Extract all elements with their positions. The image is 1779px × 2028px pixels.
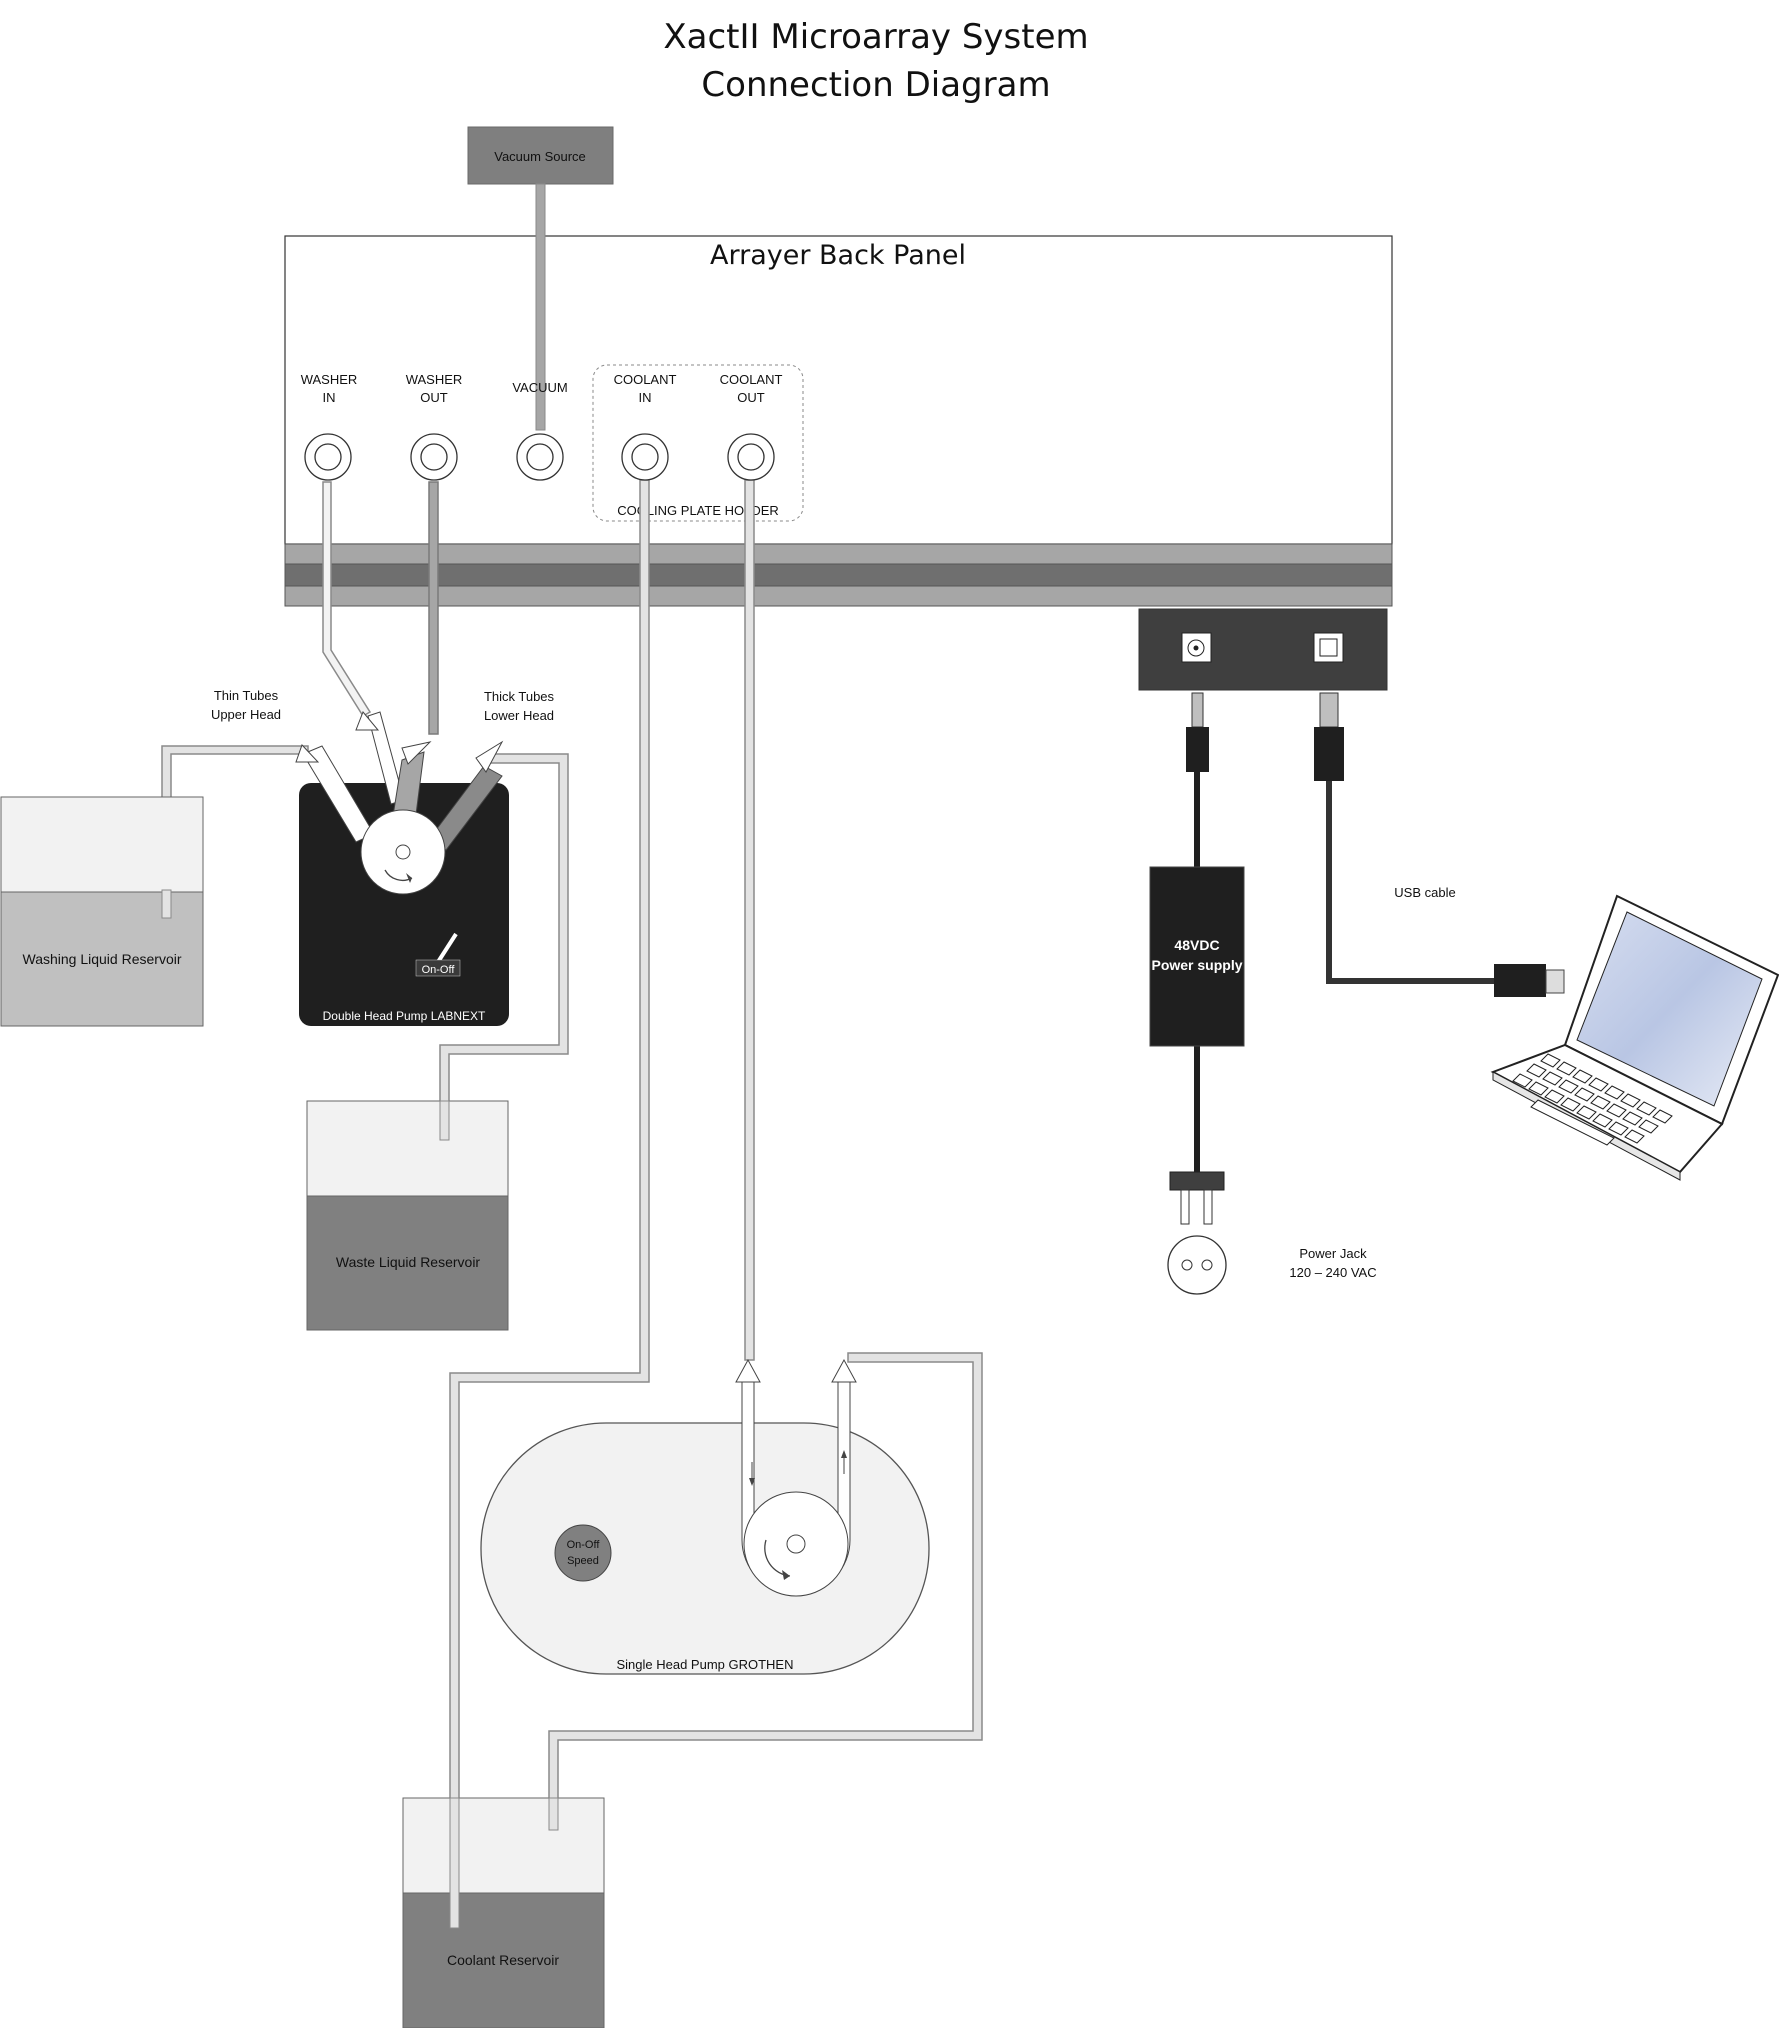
coolant-out-label-2: OUT	[737, 390, 765, 405]
thin-tubes-label-2: Upper Head	[211, 707, 281, 722]
thick-arrowhead-2	[475, 740, 504, 773]
back-panel-title: Arrayer Back Panel	[710, 240, 966, 271]
thick-tubes-label-2: Lower Head	[484, 708, 554, 723]
diagram-title-line2: Connection Diagram	[701, 65, 1050, 105]
coolant-in-label-1: COOLANT	[614, 372, 677, 387]
thick-arrowhead-1	[401, 741, 432, 765]
double-pump-label: Double Head Pump LABNEXT	[323, 1009, 486, 1023]
laptop-icon	[1490, 894, 1779, 1181]
washer-out-port	[410, 433, 458, 481]
power-cable	[1186, 692, 1209, 1172]
single-pump-label: Single Head Pump GROTHEN	[616, 1657, 793, 1672]
washer-in-label-1: WASHER	[301, 372, 358, 387]
washer-in-port	[304, 433, 352, 481]
power-supply-label-2: Power supply	[1151, 957, 1242, 973]
usb-cable	[1314, 692, 1565, 997]
connector-box	[1138, 608, 1388, 691]
washing-liquid-reservoir: Washing Liquid Reservoir	[0, 796, 204, 1027]
power-jack-label-1: Power Jack	[1299, 1246, 1367, 1261]
arrayer-back-panel: Arrayer Back Panel	[284, 235, 1393, 607]
single-head-pump: Single Head Pump GROTHEN On-Off Speed	[480, 1358, 930, 1675]
coolant-reservoir: Coolant Reservoir	[402, 1797, 605, 2028]
coolant-in-label-2: IN	[639, 390, 652, 405]
washer-out-label-2: OUT	[420, 390, 448, 405]
pump-arm-thick-2	[429, 765, 503, 851]
thin-tubes-label-1: Thin Tubes	[214, 688, 279, 703]
waste-reservoir-label: Waste Liquid Reservoir	[336, 1254, 481, 1270]
double-head-pump: Double Head Pump LABNEXT On-Off	[295, 711, 509, 1026]
thin-arrowhead-1	[295, 744, 320, 763]
thick-tubes-label-1: Thick Tubes	[484, 689, 555, 704]
coolant-out-tube	[744, 479, 755, 1361]
diagram-title-line1: XactII Microarray System	[663, 17, 1088, 57]
double-pump-switch-label: On-Off	[422, 964, 456, 976]
coolant-reservoir-label: Coolant Reservoir	[447, 1952, 559, 1968]
usb-cable-label: USB cable	[1394, 885, 1455, 900]
laptop-keyboard	[1512, 1053, 1673, 1146]
vacuum-port-label: VACUUM	[512, 380, 567, 395]
coolant-out-port	[727, 433, 775, 481]
vacuum-source-label: Vacuum Source	[494, 149, 586, 164]
vacuum-tube	[535, 183, 546, 431]
vacuum-source: Vacuum Source	[467, 126, 614, 185]
washing-reservoir-label: Washing Liquid Reservoir	[23, 951, 182, 967]
washer-out-tube	[428, 481, 439, 735]
washer-in-label-2: IN	[323, 390, 336, 405]
washer-out-label-1: WASHER	[406, 372, 463, 387]
single-pump-control-label-2: Speed	[567, 1555, 599, 1567]
washer-in-tube	[322, 481, 372, 718]
single-pump-control-label-1: On-Off	[567, 1539, 601, 1551]
wall-plug	[1169, 1171, 1225, 1225]
power-jack-label-2: 120 – 240 VAC	[1289, 1265, 1376, 1280]
power-supply: 48VDC Power supply	[1149, 866, 1245, 1047]
cooling-plate-holder-box	[592, 364, 804, 522]
cooling-plate-holder-label: COOLING PLATE HOLDER	[617, 503, 779, 518]
waste-liquid-reservoir: Waste Liquid Reservoir	[306, 1100, 509, 1331]
coolant-in-port	[621, 433, 669, 481]
thin-arrowhead-2	[355, 711, 380, 731]
power-supply-label-1: 48VDC	[1174, 937, 1219, 953]
vacuum-port	[516, 433, 564, 481]
power-jack	[1167, 1235, 1227, 1295]
coolant-out-label-1: COOLANT	[720, 372, 783, 387]
